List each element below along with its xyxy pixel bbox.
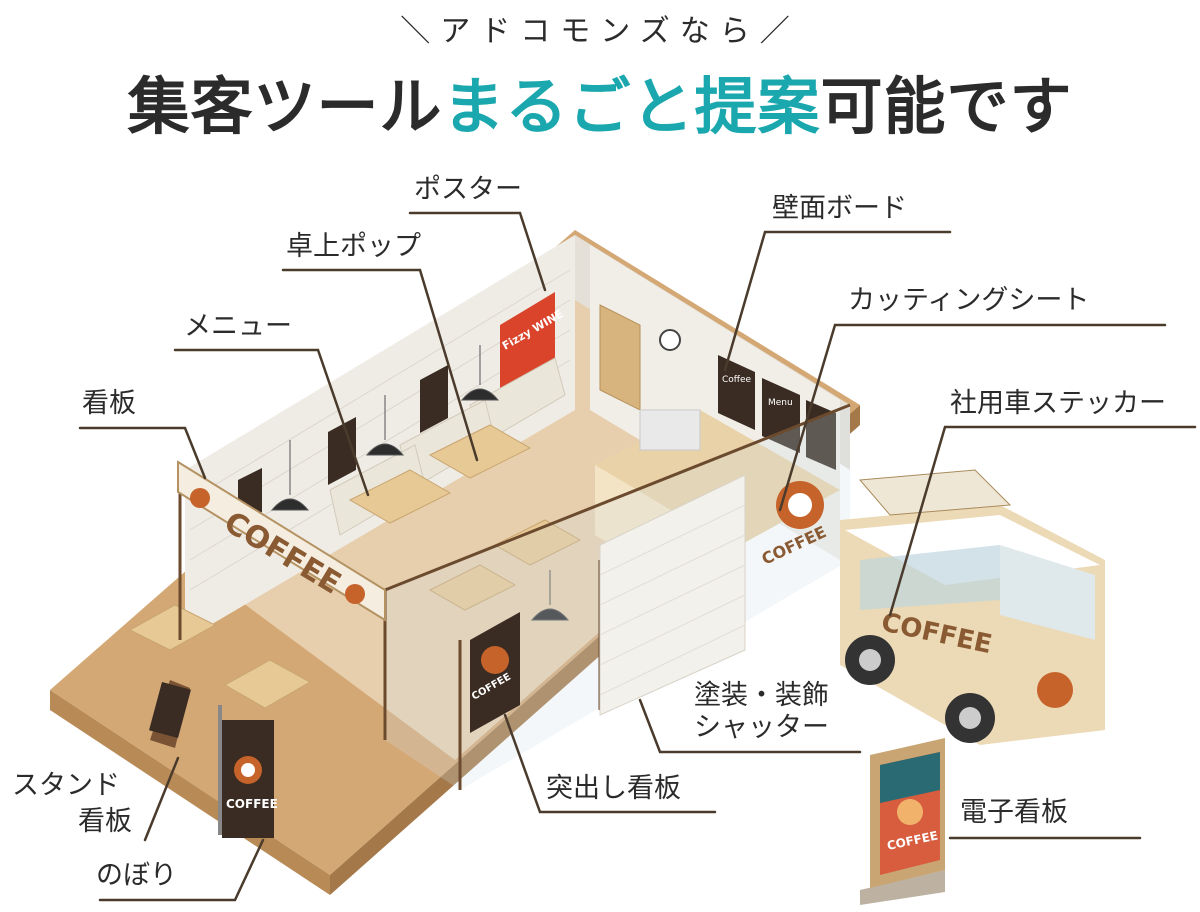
- leader-lines: [78, 211, 1197, 902]
- company-truck: COFFEE: [840, 469, 1105, 745]
- leader-poster: [408, 211, 547, 292]
- wall-board-3: [806, 400, 836, 470]
- coffee-machine: [639, 409, 701, 451]
- shutter: [599, 474, 746, 716]
- label-shutter-line2: シャッター: [694, 712, 829, 743]
- label-shutter-line1: 塗装・装飾: [694, 680, 829, 711]
- headline-accent: まるごと提案: [442, 70, 821, 143]
- store-signboard: [177, 460, 386, 622]
- wall-frame-2: [328, 417, 356, 485]
- store-sign-emblem-left: [190, 488, 210, 508]
- leader-wall-board: [723, 230, 952, 372]
- headline-part2: 可能です: [820, 70, 1073, 143]
- wall-board-text-2: Menu: [768, 398, 793, 408]
- label-table-pop: 卓上ポップ: [286, 231, 421, 262]
- headline: 集客ツールまるごと提案可能です: [0, 56, 1200, 146]
- leader-cutting-sheet: [778, 323, 1167, 512]
- label-signboard: 看板: [82, 388, 136, 419]
- subtitle: ＼アドコモンズなら／: [400, 14, 800, 49]
- stand-board: [149, 681, 191, 739]
- pendant-lamps: [270, 345, 570, 621]
- label-digital-signage: 電子看板: [960, 797, 1068, 828]
- leader-shutter: [638, 698, 862, 754]
- leader-signboard: [78, 426, 207, 480]
- clock-icon: [659, 329, 681, 351]
- headline-part1: 集客ツール: [127, 70, 443, 143]
- store-sign-emblem-right: [345, 584, 365, 604]
- leader-stand: [143, 756, 180, 842]
- leader-menu: [173, 348, 370, 497]
- wall-frame-1: [420, 365, 448, 433]
- digital-signage: COFFEE: [860, 738, 945, 905]
- banner-flag-text: COFFEE: [226, 797, 278, 811]
- wall-board-2: [762, 378, 800, 453]
- leader-projecting: [503, 713, 717, 814]
- shutter-lines: [599, 504, 746, 696]
- wall-board-1: [718, 355, 755, 430]
- wall-board-text-1: Coffee: [722, 375, 752, 385]
- leader-vehicle-sticker: [888, 425, 1197, 617]
- dining-tables: [128, 424, 582, 709]
- label-vehicle-sticker: 社用車ステッカー: [950, 388, 1166, 419]
- label-wall-board: 壁面ボード: [772, 193, 907, 224]
- label-menu: メニュー: [184, 311, 292, 342]
- label-stand-line1: スタンド: [12, 770, 120, 801]
- label-projecting-sign: 突出し看板: [546, 773, 681, 804]
- label-stand-line2: 看板: [78, 806, 132, 837]
- label-banner-flag: のぼり: [96, 860, 177, 891]
- leader-banner: [98, 838, 265, 902]
- label-cutting-sheet: カッティングシート: [848, 285, 1090, 316]
- leader-table-pop: [281, 268, 479, 462]
- label-poster: ポスター: [414, 174, 522, 205]
